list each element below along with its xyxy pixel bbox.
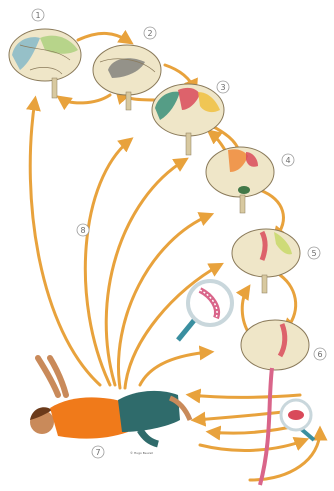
arrow-body-to-spine	[200, 440, 305, 450]
figure-caption: © Hugo Beuret	[130, 451, 154, 455]
svg-text:7: 7	[95, 448, 100, 457]
arrow-spine-to-body-1	[190, 395, 300, 397]
svg-text:1: 1	[35, 11, 40, 20]
svg-text:5: 5	[311, 249, 316, 258]
svg-text:4: 4	[285, 156, 290, 165]
step-marker-7: 7	[92, 446, 104, 458]
arrow-body-to-brain-1	[30, 100, 100, 385]
step-marker-8: 8	[77, 224, 89, 236]
step-marker-5: 5	[308, 247, 320, 259]
svg-text:6: 6	[317, 350, 322, 359]
brain-3	[152, 84, 224, 155]
step-marker-6: 6	[314, 348, 326, 360]
brain-6	[241, 320, 309, 370]
arrow-6-back-5	[242, 288, 250, 335]
arrow-2-back-1	[60, 95, 110, 103]
step-marker-4: 4	[282, 154, 294, 166]
arrow-1-to-2	[78, 33, 130, 42]
brain-4	[206, 147, 274, 213]
brain-1	[9, 29, 81, 98]
svg-text:3: 3	[220, 83, 225, 92]
step-marker-3: 3	[217, 81, 229, 93]
svg-text:2: 2	[147, 29, 152, 38]
svg-text:8: 8	[80, 226, 85, 235]
step-marker-2: 2	[144, 27, 156, 39]
spinal-cord	[260, 368, 272, 485]
magnifier-lens-lower	[281, 400, 314, 440]
arrow-body-to-brain-6	[140, 352, 210, 385]
step-marker-1: 1	[32, 9, 44, 21]
